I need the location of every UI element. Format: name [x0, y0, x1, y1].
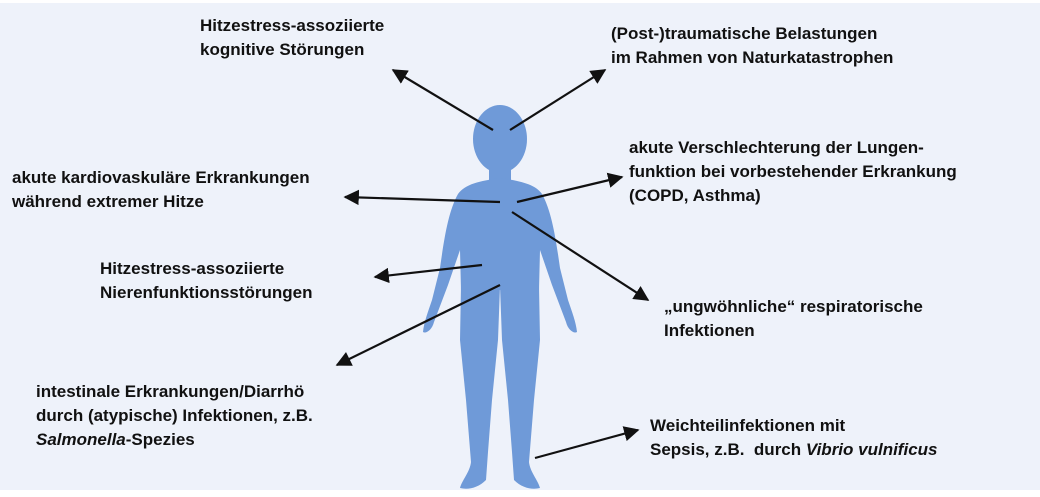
label-line: im Rahmen von Naturkatastrophen — [611, 46, 893, 70]
label-italic: Vibrio vulnificus — [806, 440, 938, 459]
arrow-trauma — [510, 70, 605, 130]
label-italic: Salmonella — [36, 430, 126, 449]
label-line: Hitzestress-assoziierte — [200, 14, 384, 38]
label-softtissue: Weichteilinfektionen mit Sepsis, z.B. du… — [650, 414, 937, 462]
label-line: Infektionen — [664, 319, 923, 343]
label-line: Sepsis, z.B. durch Vibrio vulnificus — [650, 438, 937, 462]
arrow-softtissue — [535, 430, 638, 458]
human-body-silhouette-icon — [423, 105, 577, 489]
label-rest: -Spezies — [126, 430, 195, 449]
label-intestinal: intestinale Erkrankungen/Diarrhö durch (… — [36, 380, 313, 452]
label-kidney: Hitzestress-assoziierte Nierenfunktionss… — [100, 257, 313, 305]
label-line: durch (atypische) Infektionen, z.B. — [36, 404, 313, 428]
label-line: Salmonella-Spezies — [36, 428, 313, 452]
label-line: intestinale Erkrankungen/Diarrhö — [36, 380, 313, 404]
label-line: funktion bei vorbestehender Erkrankung — [629, 160, 957, 184]
label-line: akute kardiovaskuläre Erkrankungen — [12, 166, 310, 190]
label-line: Weichteilinfektionen mit — [650, 414, 937, 438]
label-trauma: (Post-)traumatische Belastungen im Rahme… — [611, 22, 893, 70]
left-leg-shape — [460, 286, 500, 489]
label-line: „ungwöhnliche“ respiratorische — [664, 295, 923, 319]
label-line: während extremer Hitze — [12, 190, 310, 214]
label-line: (Post-)traumatische Belastungen — [611, 22, 893, 46]
label-line: akute Verschlechterung der Lungen- — [629, 136, 957, 160]
label-heat-cognitive: Hitzestress-assoziierte kognitive Störun… — [200, 14, 384, 62]
label-cardio: akute kardiovaskuläre Erkrankungen währe… — [12, 166, 310, 214]
label-line: kognitive Störungen — [200, 38, 384, 62]
arrow-cognitive — [393, 70, 493, 130]
head-shape — [473, 105, 527, 173]
label-plain: Sepsis, z.B. durch — [650, 440, 806, 459]
label-line: Nierenfunktionsstörungen — [100, 281, 313, 305]
label-respiratory: „ungwöhnliche“ respiratorische Infektion… — [664, 295, 923, 343]
label-lung: akute Verschlechterung der Lungen- funkt… — [629, 136, 957, 208]
right-leg-shape — [500, 286, 540, 489]
label-line: Hitzestress-assoziierte — [100, 257, 313, 281]
label-line: (COPD, Asthma) — [629, 184, 957, 208]
